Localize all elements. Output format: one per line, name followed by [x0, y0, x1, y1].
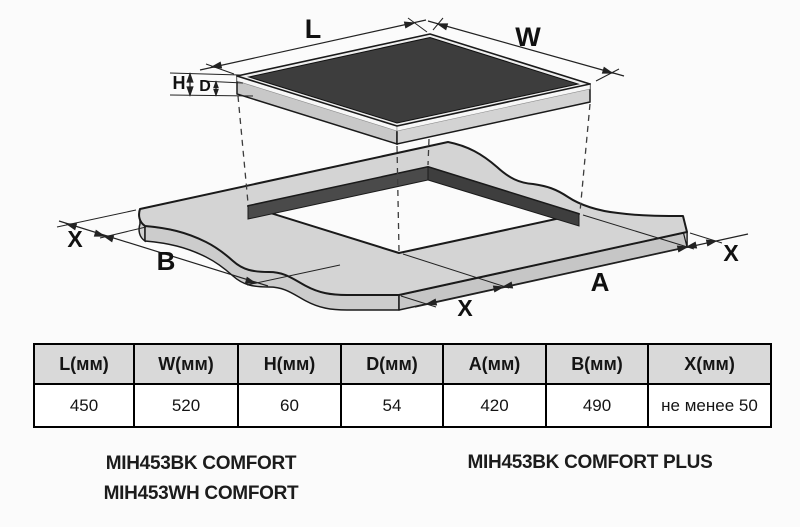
dim-ext-cutout-front-corner	[246, 264, 341, 286]
dim-ext-cutout-right-corner	[582, 214, 695, 250]
dim-label-D: D	[199, 78, 211, 95]
dim-ext-H-top	[169, 72, 241, 76]
value-D: 54	[340, 383, 444, 428]
dim-arrow	[403, 21, 416, 29]
model-names-right: MIH453BK COMFORT PLUS	[440, 451, 740, 475]
projection-line-back	[427, 138, 430, 166]
dim-ext-HD-bottom	[169, 94, 254, 97]
model-name: MIH453BK COMFORT	[105, 453, 297, 474]
value-A: 420	[442, 383, 547, 428]
dim-label-L: L	[305, 14, 322, 44]
dim-arrow	[436, 23, 449, 31]
dim-line-W	[427, 20, 625, 77]
dim-label-X-bottom: X	[457, 295, 473, 321]
value-H: 60	[237, 383, 342, 428]
dim-arrow	[93, 229, 106, 237]
dim-arrow	[492, 285, 505, 293]
dim-arrow	[501, 281, 514, 289]
dim-ext-W-right	[595, 68, 620, 82]
value-X: не менее 50	[647, 383, 772, 428]
cutout-back-right-wall	[427, 166, 580, 227]
model-names-left: MIH453BK COMFORT MIH453WH COMFORT	[55, 449, 347, 509]
table-value-row: 450 520 60 54 420 490 не менее 50	[33, 383, 772, 428]
projection-dashed-lines	[237, 95, 591, 252]
dim-label-X-right: X	[723, 240, 739, 266]
dim-ext-cutout-front-corner2	[402, 253, 510, 289]
dim-arrow	[186, 72, 194, 83]
dim-arrow	[425, 298, 438, 306]
col-header-W: W(мм)	[133, 343, 239, 385]
dimension-lines	[56, 17, 749, 308]
value-W: 520	[133, 383, 239, 428]
dim-label-H: H	[173, 73, 186, 93]
dim-arrow	[213, 88, 219, 97]
col-header-D: D(мм)	[340, 343, 444, 385]
dim-arrow	[102, 235, 115, 243]
dim-ext-L-left	[205, 63, 235, 75]
model-name: MIH453BK COMFORT PLUS	[467, 452, 713, 473]
dim-ext-front-outer-corner	[400, 295, 437, 308]
model-name: MIH453WH COMFORT	[103, 483, 299, 504]
dim-label-X-left: X	[67, 226, 83, 252]
projection-line-right	[579, 103, 591, 213]
dim-line-L	[199, 19, 427, 71]
col-header-X: X(мм)	[647, 343, 772, 385]
dim-label-B: B	[157, 246, 176, 276]
dim-arrow	[601, 66, 614, 74]
cooktop-glass-surface	[247, 36, 580, 124]
dim-arrow	[210, 61, 223, 69]
col-header-L: L(мм)	[33, 343, 135, 385]
table-header-row: L(мм) W(мм) H(мм) D(мм) A(мм) B(мм) X(мм…	[33, 343, 772, 385]
col-header-B: B(мм)	[545, 343, 649, 385]
col-header-H: H(мм)	[237, 343, 342, 385]
dim-arrow	[65, 223, 78, 231]
dim-ext-D-top	[201, 80, 244, 84]
dim-arrow	[676, 245, 689, 253]
dim-label-W: W	[515, 22, 541, 52]
dim-line-XB	[58, 220, 269, 287]
dim-arrow	[186, 86, 194, 97]
dim-label-A: A	[591, 267, 610, 297]
col-header-A: A(мм)	[442, 343, 547, 385]
dim-arrow	[685, 241, 698, 249]
value-L: 450	[33, 383, 135, 428]
dim-arrow	[705, 239, 718, 247]
dim-ext-right-outer-corner	[689, 232, 723, 244]
installation-diagram: L W H D X B X A X	[56, 14, 749, 321]
dim-arrow	[244, 276, 257, 284]
value-B: 490	[545, 383, 649, 428]
dimensions-table: L(мм) W(мм) H(мм) D(мм) A(мм) B(мм) X(мм…	[33, 343, 772, 428]
dim-arrow	[213, 80, 219, 89]
dim-ext-L-top	[407, 17, 428, 33]
projection-line-left	[237, 95, 249, 204]
